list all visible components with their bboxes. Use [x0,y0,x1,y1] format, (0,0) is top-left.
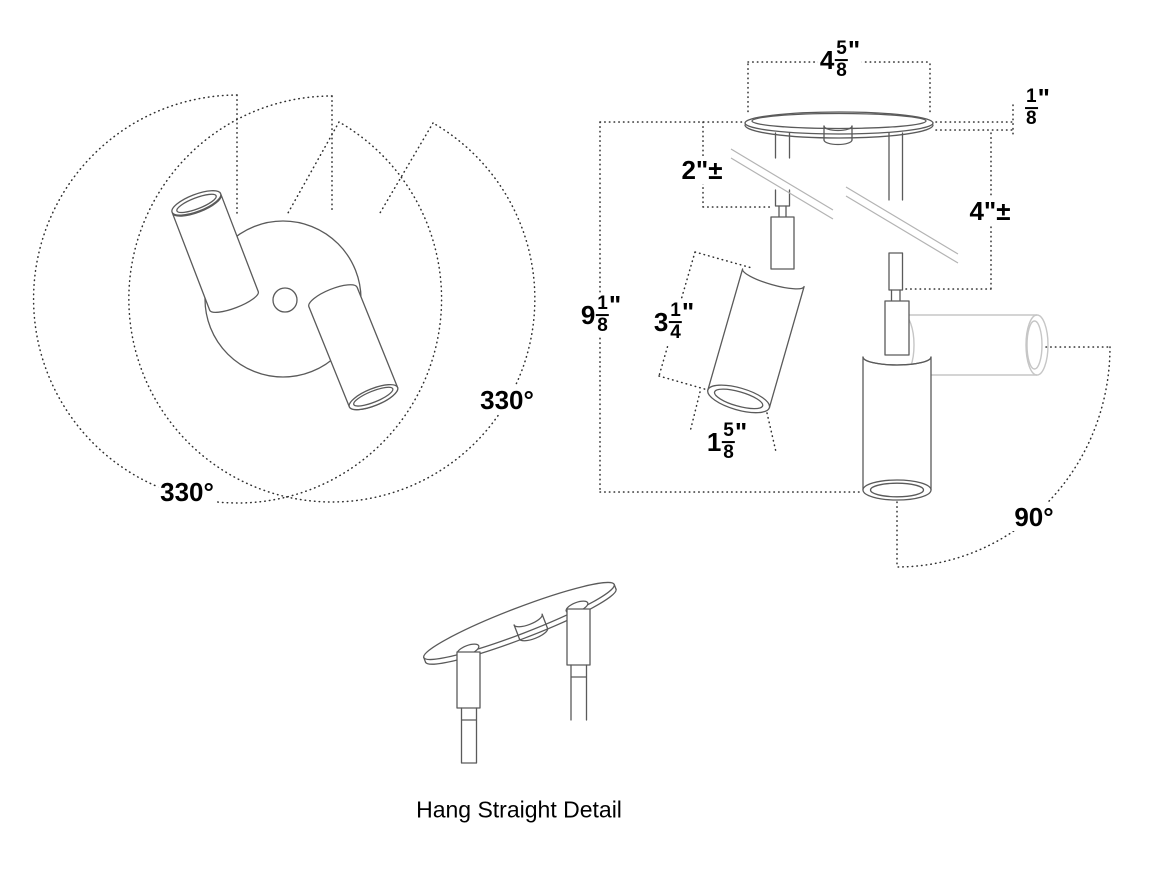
dim-numerator: 5 [722,420,735,443]
dim-numerator: 1 [596,293,609,316]
spot-head-upper [171,190,260,313]
spot-head-tilted [707,268,805,414]
tilted-canopy [423,581,617,665]
side-view [599,61,1111,568]
swivel-right [884,300,910,356]
dim-whole: 1 [706,427,722,457]
stem-right [888,132,904,302]
spot-head-vertical [862,356,932,501]
top-view [32,94,536,504]
plumb-stem-right [565,600,591,721]
dim-label: 2"± [681,155,723,185]
hang-straight-knob-detail [513,613,549,642]
dim-numerator: 1 [669,300,682,323]
dim-numerator: 1 [1025,86,1038,109]
dim-whole: 3 [653,307,669,337]
dim-stem-short: 2"± [679,155,725,185]
dim-unit: " [847,35,861,66]
rotation-value: 330° [480,385,534,415]
dim-denominator: 8 [836,60,847,81]
dim-denominator: 8 [723,442,734,463]
dim-numerator: 5 [835,38,848,61]
dim-whole: 4 [819,45,835,75]
dim-label: 4"± [969,196,1011,226]
rotation-arc-right [128,95,536,503]
drawing-caption: Hang Straight Detail [416,796,622,823]
dim-unit: " [1037,83,1050,114]
hang-straight-view [423,581,617,764]
stem-left [770,132,795,270]
rotation-label-left: 330° [158,478,216,506]
spot-head-lower [308,284,399,411]
hang-straight-knob [823,125,853,146]
canopy [744,111,934,135]
tilt-label: 90° [1012,502,1056,532]
rotation-label-right: 330° [478,386,536,414]
dim-unit: " [734,417,748,448]
dim-denominator: 4 [670,322,681,343]
rotation-value: 330° [160,477,214,507]
dim-denominator: 8 [597,315,608,336]
dim-stem-long: 4"± [967,196,1013,226]
plumb-stem-left [456,643,481,764]
center-hole [272,287,298,313]
break-marks [730,148,959,264]
dim-unit: " [681,297,695,328]
dim-unit: " [608,290,622,321]
dim-denominator: 8 [1026,108,1037,129]
tilt-value: 90° [1014,502,1054,532]
dim-whole: 9 [580,300,596,330]
